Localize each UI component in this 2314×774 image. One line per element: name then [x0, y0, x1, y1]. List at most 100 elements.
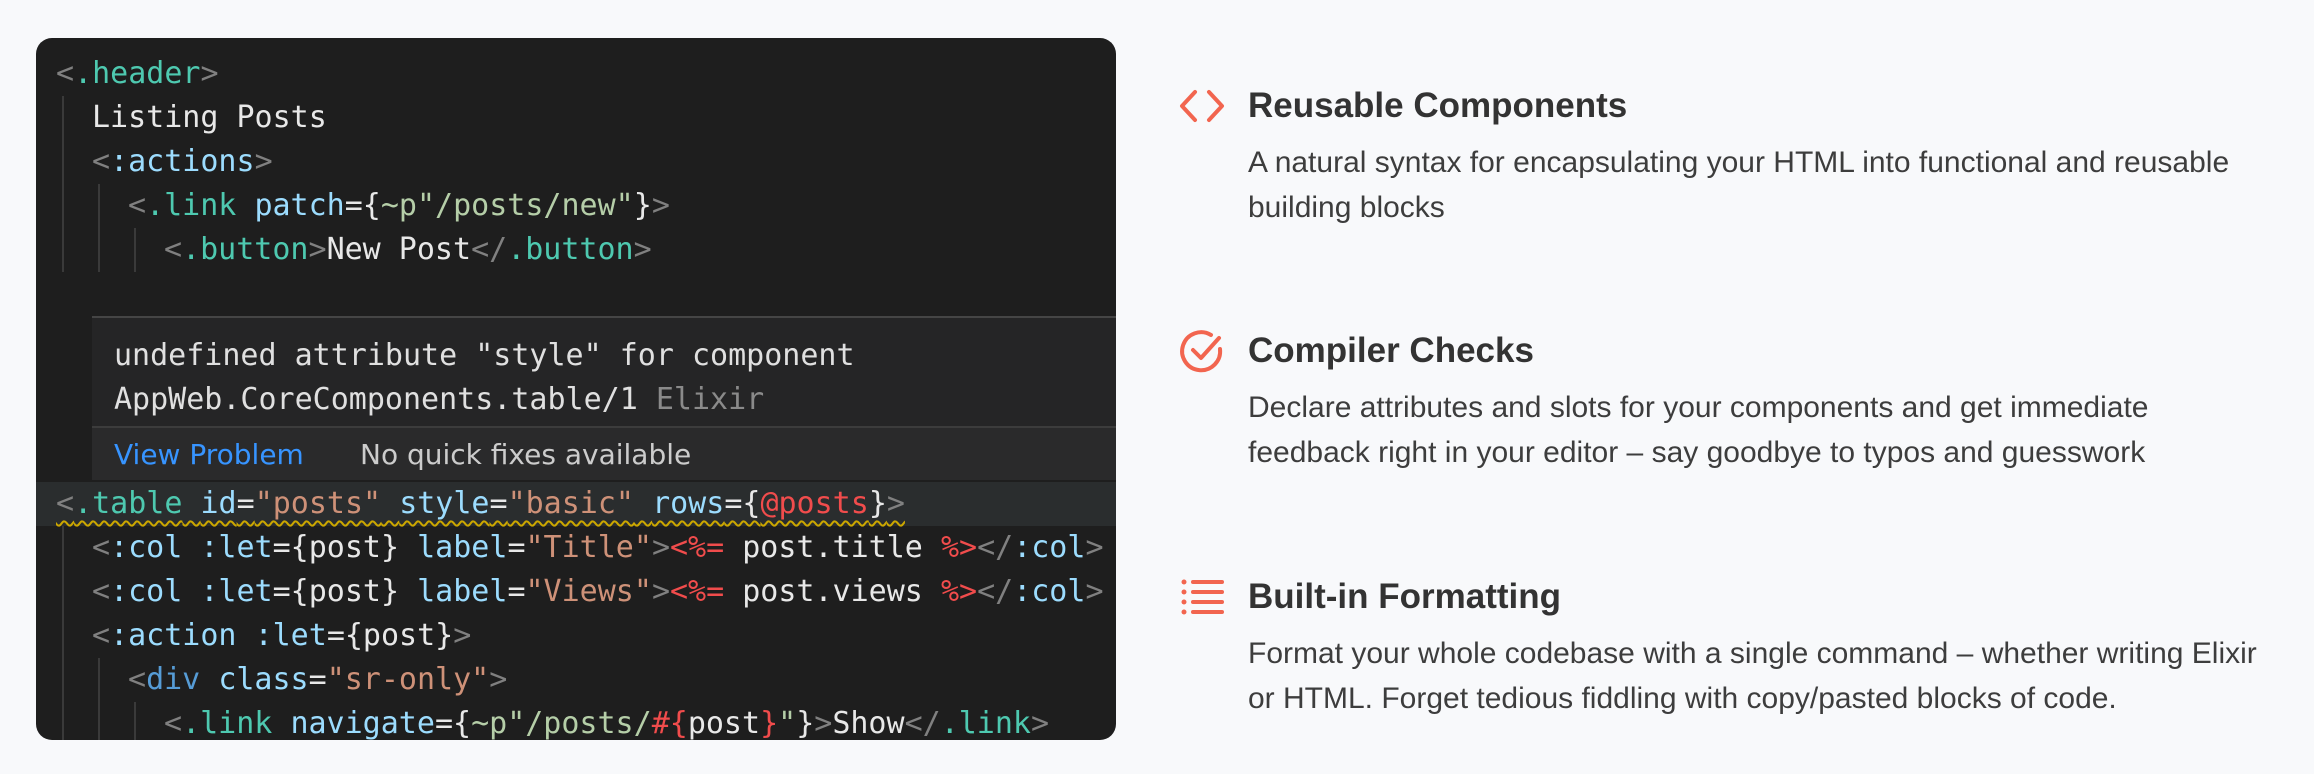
code-token: > — [814, 706, 833, 740]
code-token: } — [868, 486, 887, 521]
indent-guide — [62, 702, 64, 740]
code-token: .button — [507, 232, 634, 267]
code-token: > — [254, 144, 273, 179]
code-token: Listing Posts — [92, 100, 327, 135]
code-token: Show — [832, 706, 905, 740]
code-token: > — [308, 232, 327, 267]
code-token: < — [92, 530, 111, 565]
code-token: navigate — [290, 706, 435, 740]
code-token: ={post} — [272, 530, 418, 565]
feature-title: Built-in Formatting — [1248, 577, 1562, 616]
code-token: "Views" — [525, 574, 652, 609]
code-line[interactable]: <.link patch={~p"/posts/new"}> — [36, 184, 1116, 228]
code-token: </ — [977, 574, 1014, 609]
code-token: > — [651, 188, 670, 223]
code-token: .table — [74, 486, 183, 521]
code-line[interactable]: <:col :let={post} label="Views"><%= post… — [36, 570, 1116, 614]
code-token: = — [489, 486, 508, 521]
code-token: > — [633, 232, 652, 267]
list-icon — [1181, 579, 1224, 615]
code-token: "/posts/new" — [417, 188, 634, 223]
code-line[interactable]: Listing Posts — [36, 96, 1116, 140]
code-token: = — [236, 486, 255, 521]
code-token: < — [128, 662, 147, 697]
code-token: :let — [200, 530, 273, 565]
diagnostic-message-line2: AppWeb.CoreComponents.table/1 — [114, 382, 638, 417]
code-token: patch — [254, 188, 345, 223]
code-token: label — [417, 530, 508, 565]
indent-guide — [62, 184, 64, 228]
code-token — [381, 486, 399, 521]
code-token — [272, 706, 290, 740]
code-line[interactable]: <.button>New Post</.button> — [36, 228, 1116, 272]
code-token: > — [1085, 530, 1104, 565]
code-token: } — [760, 706, 779, 740]
code-token: label — [417, 574, 508, 609]
code-token: </ — [904, 706, 941, 740]
code-token: New Post — [326, 232, 472, 267]
code-token — [236, 188, 254, 223]
code-line[interactable]: <.link navigate={~p"/posts/#{post}"}>Sho… — [36, 702, 1116, 740]
code-token: "Title" — [525, 530, 652, 565]
code-line[interactable]: <div class="sr-only"> — [36, 658, 1116, 702]
code-token: :actions — [110, 144, 255, 179]
code-token: "basic" — [507, 486, 634, 521]
code-token: .link — [940, 706, 1031, 740]
view-problem-link[interactable]: View Problem — [114, 438, 304, 471]
code-token: > — [200, 56, 219, 91]
code-token: post.title — [724, 530, 941, 565]
code-token: < — [164, 706, 183, 740]
code-token: .button — [182, 232, 309, 267]
code-token: " — [778, 706, 797, 740]
code-token: <%= — [670, 530, 725, 565]
code-token: %> — [940, 530, 978, 565]
code-token: post — [687, 706, 761, 740]
code-line[interactable]: <:actions> — [36, 140, 1116, 184]
error-code-line[interactable]: <.table id="posts" style="basic" rows={@… — [36, 482, 1116, 526]
code-token: "sr-only" — [326, 662, 490, 697]
feature-title: Reusable Components — [1248, 86, 1628, 125]
code-token: %> — [940, 574, 978, 609]
diagnostic-source: Elixir — [655, 382, 765, 417]
indent-guide — [62, 570, 64, 614]
code-token — [182, 486, 200, 521]
indent-guide — [62, 140, 64, 184]
indent-guide — [98, 658, 100, 702]
code-token: .link — [146, 188, 237, 223]
code-token: > — [489, 662, 508, 697]
code-token: :col — [110, 530, 183, 565]
code-token: > — [651, 530, 670, 565]
code-token: post.views — [724, 574, 941, 609]
code-token: < — [92, 618, 111, 653]
code-line[interactable]: <.header> — [36, 52, 1116, 96]
code-token: } — [796, 706, 815, 740]
code-token: ={post} — [326, 618, 454, 653]
code-token: ={ — [344, 188, 381, 223]
code-token: < — [92, 574, 111, 609]
diagnostic-message: undefined attribute "style" for componen… — [114, 334, 855, 422]
code-token: < — [128, 188, 147, 223]
code-line[interactable]: <:col :let={post} label="Title"><%= post… — [36, 526, 1116, 570]
code-token: :action — [110, 618, 237, 653]
code-token: :let — [200, 574, 273, 609]
code-token: ={ — [434, 706, 472, 740]
diagnostic-actions-bar: View Problem No quick fixes available — [92, 426, 1116, 480]
code-editor: <.header>Listing Posts<:actions><.link p… — [36, 38, 1116, 740]
indent-guide — [62, 526, 64, 570]
code-token: rows — [652, 486, 725, 521]
code-token — [237, 618, 255, 653]
code-token: } — [633, 188, 652, 223]
code-line[interactable]: <:action :let={post}> — [36, 614, 1116, 658]
code-token: class — [218, 662, 309, 697]
code-token: <%= — [670, 574, 725, 609]
indent-guide — [62, 228, 64, 272]
code-token: </ — [471, 232, 508, 267]
code-token: .header — [74, 56, 201, 91]
feature-description: Format your whole codebase with a single… — [1248, 637, 2257, 715]
code-token: "/posts/ — [507, 706, 652, 740]
code-token: :col — [110, 574, 183, 609]
code-token — [200, 662, 218, 697]
code-token: = — [507, 530, 526, 565]
diagnostic-message-line1: undefined attribute "style" for componen… — [114, 338, 855, 373]
code-token: </ — [977, 530, 1014, 565]
